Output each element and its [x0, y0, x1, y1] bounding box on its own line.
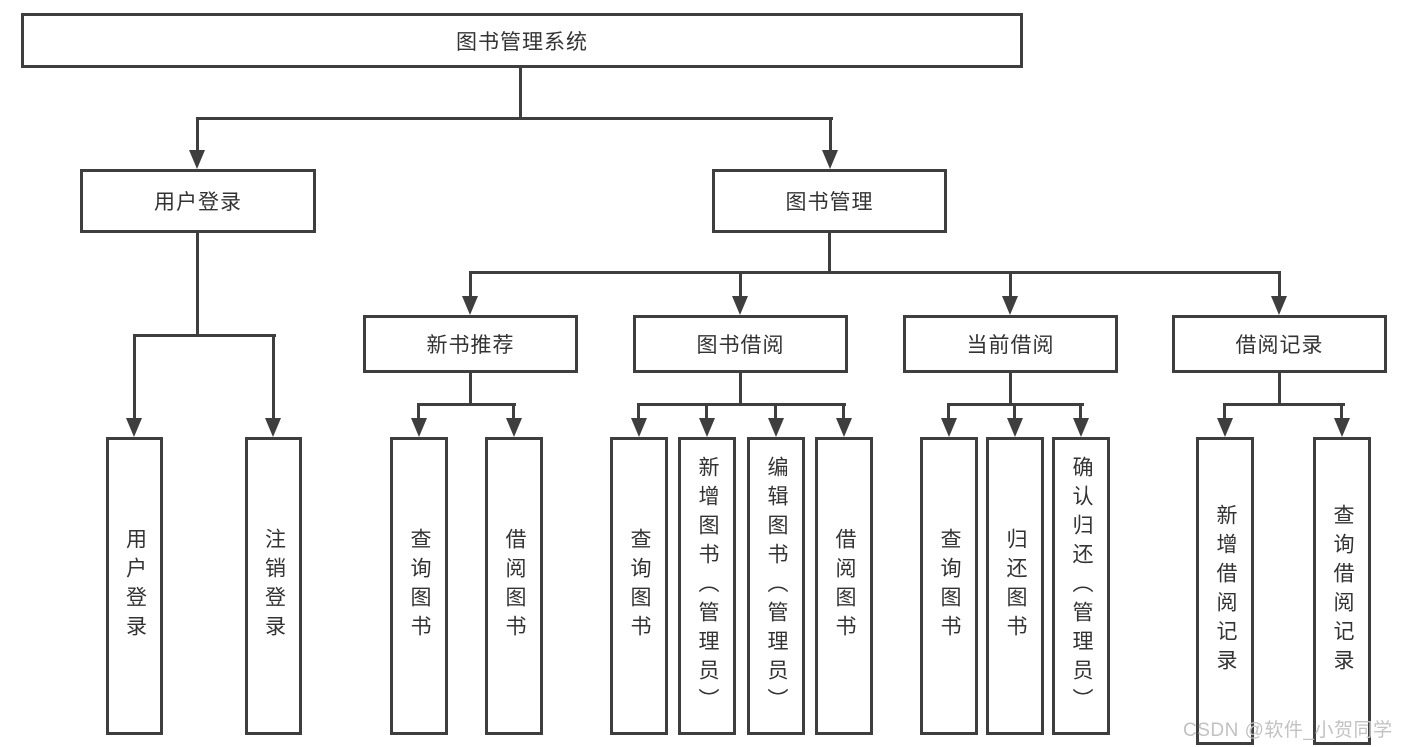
- arrow-down-icon: [1073, 418, 1089, 437]
- arrow-down-icon: [506, 418, 522, 437]
- arrow-down-icon: [126, 418, 142, 437]
- connector-vline: [469, 371, 472, 406]
- connector-vline: [1009, 271, 1012, 298]
- node-borrowing-records: 借阅记录: [1172, 315, 1387, 373]
- node-new-book-recommend: 新书推荐: [363, 315, 578, 373]
- arrow-down-icon: [1217, 418, 1233, 437]
- arrow-down-icon: [768, 418, 784, 437]
- connector-hline: [637, 403, 846, 406]
- leaf-edit-book-admin-label: 编辑图书（管理员）: [765, 455, 788, 717]
- leaf-borrow-books-recommend-label: 借阅图书: [503, 528, 526, 644]
- connector-vline: [133, 334, 136, 420]
- leaf-user-login: 用户登录: [106, 437, 163, 735]
- arrow-down-icon: [836, 418, 852, 437]
- leaf-logout: 注销登录: [245, 437, 302, 735]
- leaf-query-books-recommend-label: 查询图书: [408, 528, 431, 644]
- connector-vline: [774, 403, 777, 420]
- connector-vline: [512, 403, 515, 420]
- arrow-down-icon: [1334, 418, 1350, 437]
- connector-hline: [417, 403, 516, 406]
- leaf-query-books-borrow-label: 查询图书: [628, 528, 651, 644]
- connector-vline: [519, 66, 522, 118]
- node-book-management-label: 图书管理: [785, 191, 874, 214]
- connector-vline: [1013, 403, 1016, 420]
- leaf-borrow-books-label: 借阅图书: [833, 528, 856, 644]
- leaf-query-borrow-record: 查询借阅记录: [1313, 437, 1371, 745]
- arrow-down-icon: [1002, 296, 1018, 315]
- node-borrowing-records-label: 借阅记录: [1235, 334, 1324, 357]
- node-current-borrowing: 当前借阅: [903, 315, 1118, 373]
- leaf-query-books-borrow: 查询图书: [610, 437, 668, 735]
- leaf-query-borrow-record-label: 查询借阅记录: [1331, 504, 1354, 678]
- connector-vline: [947, 403, 950, 420]
- connector-hline: [196, 117, 833, 120]
- arrow-down-icon: [411, 418, 427, 437]
- connector-vline: [417, 403, 420, 420]
- connector-vline: [828, 231, 831, 274]
- arrow-down-icon: [699, 418, 715, 437]
- leaf-borrow-books: 借阅图书: [815, 437, 873, 735]
- leaf-add-borrow-record-label: 新增借阅记录: [1214, 504, 1237, 678]
- connector-vline: [705, 403, 708, 420]
- connector-vline: [637, 403, 640, 420]
- leaf-return-book-label: 归还图书: [1004, 528, 1027, 644]
- connector-vline: [196, 117, 199, 153]
- node-user-login-label: 用户登录: [154, 191, 242, 214]
- connector-vline: [1278, 371, 1281, 406]
- arrow-down-icon: [1007, 418, 1023, 437]
- connector-vline: [739, 371, 742, 406]
- node-current-borrowing-label: 当前借阅: [966, 334, 1055, 357]
- connector-vline: [1340, 403, 1343, 420]
- arrow-down-icon: [1271, 296, 1287, 315]
- connector-vline: [1009, 371, 1012, 406]
- csdn-watermark: CSDN @软件_小贺同学: [1183, 720, 1393, 741]
- arrow-down-icon: [189, 150, 205, 169]
- node-book-borrowing: 图书借阅: [633, 315, 848, 373]
- connector-vline: [829, 117, 832, 153]
- connector-vline: [1079, 403, 1082, 420]
- connector-vline: [196, 231, 199, 336]
- node-library-system-label: 图书管理系统: [456, 30, 588, 54]
- connector-hline: [469, 271, 1281, 274]
- leaf-return-book: 归还图书: [986, 437, 1044, 735]
- connector-vline: [1223, 403, 1226, 420]
- leaf-add-borrow-record: 新增借阅记录: [1196, 437, 1254, 745]
- connector-vline: [842, 403, 845, 420]
- node-book-management: 图书管理: [712, 169, 947, 233]
- leaf-query-books-current-label: 查询图书: [938, 528, 961, 644]
- arrow-down-icon: [822, 150, 838, 169]
- arrow-down-icon: [631, 418, 647, 437]
- node-user-login: 用户登录: [80, 169, 316, 233]
- leaf-query-books-recommend: 查询图书: [390, 437, 448, 735]
- leaf-user-login-label: 用户登录: [123, 528, 147, 644]
- leaf-logout-label: 注销登录: [262, 528, 286, 644]
- connector-vline: [469, 271, 472, 298]
- leaf-confirm-return-admin: 确认归还（管理员）: [1052, 437, 1110, 735]
- node-new-book-recommend-label: 新书推荐: [426, 334, 515, 357]
- connector-vline: [739, 271, 742, 298]
- leaf-confirm-return-admin-label: 确认归还（管理员）: [1070, 455, 1093, 717]
- arrow-down-icon: [941, 418, 957, 437]
- connector-hline: [1223, 403, 1345, 406]
- connector-vline: [272, 334, 275, 420]
- arrow-down-icon: [462, 296, 478, 315]
- connector-hline: [133, 334, 276, 337]
- leaf-query-books-current: 查询图书: [920, 437, 978, 735]
- leaf-edit-book-admin: 编辑图书（管理员）: [747, 437, 805, 735]
- leaf-borrow-books-recommend: 借阅图书: [485, 437, 543, 735]
- connector-vline: [1278, 271, 1281, 298]
- leaf-add-book-admin-label: 新增图书（管理员）: [696, 455, 719, 717]
- node-library-system: 图书管理系统: [21, 13, 1023, 68]
- leaf-add-book-admin: 新增图书（管理员）: [678, 437, 736, 735]
- arrow-down-icon: [265, 418, 281, 437]
- node-book-borrowing-label: 图书借阅: [696, 334, 785, 357]
- arrow-down-icon: [732, 296, 748, 315]
